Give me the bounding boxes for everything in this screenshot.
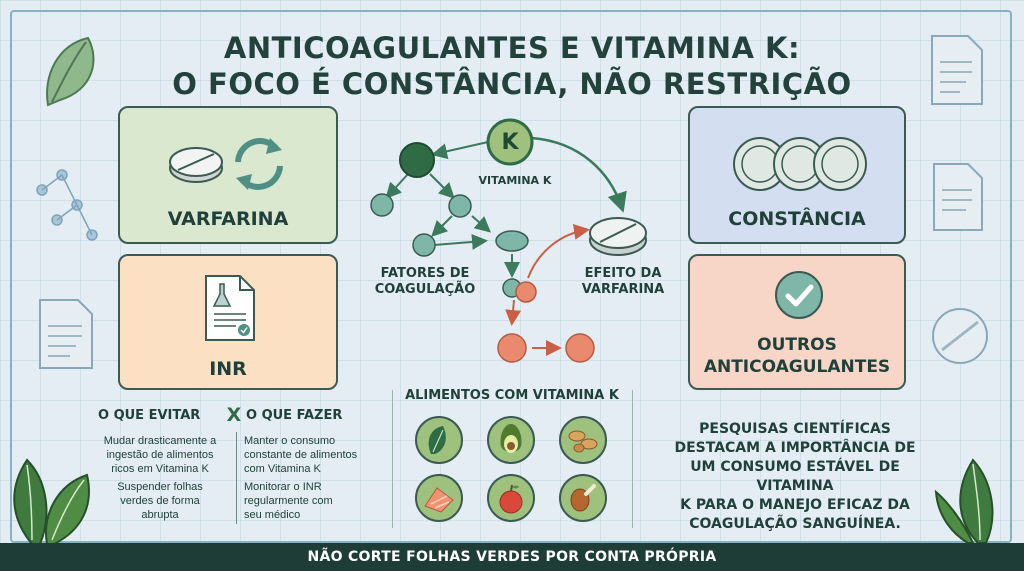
efeito-label: EFEITO DA VARFARINA [568, 266, 678, 298]
avoid-item-1-line-2: ingestão de alimentos [106, 449, 214, 461]
title-line-1: ANTICOAGULANTES E VITAMINA K: [223, 31, 801, 65]
foods-header: ALIMENTOS COM VITAMINA K [405, 388, 619, 403]
document-icon [39, 299, 93, 369]
research-line-4: K PARA O MANEJO EFICAZ DA [680, 497, 910, 513]
avoid-header: O QUE EVITAR [98, 408, 201, 423]
varfarina-label: VARFARINA [167, 208, 289, 230]
peanuts-icon [559, 416, 607, 464]
checkmark-icon [775, 271, 823, 319]
cycle-arrows-icon [235, 138, 283, 190]
lab-report-icon [205, 275, 255, 341]
fatores-label: FATORES DE COAGULAÇÃO [370, 266, 480, 298]
pill-icon [932, 308, 988, 364]
avoid-item-2-line-3: abrupta [141, 509, 179, 521]
footer-banner: NÃO CORTE FOLHAS VERDES POR CONTA PRÓPRI… [0, 543, 1024, 571]
plates-icon [733, 137, 867, 191]
do-item-1: Manter o consumo constante de alimentos … [244, 434, 384, 476]
chicken-leg-icon [559, 474, 607, 522]
avoid-item-2-line-1: Suspender folhas [117, 481, 203, 493]
research-line-1: PESQUISAS CIENTÍFICAS [699, 421, 891, 437]
avoid-item-1: Mudar drasticamente a ingestão de alimen… [90, 434, 230, 476]
page-title: ANTICOAGULANTES E VITAMINA K: O FOCO É C… [0, 30, 1024, 102]
research-line-5: COAGULAÇÃO SANGUÍNEA. [689, 516, 901, 532]
document-icon [933, 163, 983, 231]
inr-card: INR [118, 254, 338, 390]
page-frame [10, 10, 1012, 543]
fatores-line-2: COAGULAÇÃO [374, 282, 476, 297]
spinach-icon [415, 416, 463, 464]
guidance-divider [236, 432, 237, 524]
avoid-item-2: Suspender folhas verdes de forma abrupta [90, 480, 230, 522]
vitamin-k-symbol: K [501, 130, 519, 155]
title-line-2: O FOCO É CONSTÂNCIA, NÃO RESTRIÇÃO [172, 67, 852, 101]
do-item-2-line-2: regularmente com [244, 495, 333, 507]
vitamina-k-label: VITAMINA K [478, 174, 552, 187]
research-line-2: DESTACAM A IMPORTÂNCIA DE [674, 440, 916, 456]
varfarina-card: VARFARINA [118, 106, 338, 244]
do-item-1-line-2: constante de alimentos [244, 449, 358, 461]
do-header: O QUE FAZER [246, 408, 343, 423]
outros-card: OUTROS ANTICOAGULANTES [688, 254, 906, 390]
outros-label-line-1: OUTROS [757, 335, 837, 355]
salmon-icon [415, 474, 463, 522]
avoid-item-1-line-3: ricos em Vitamina K [111, 463, 209, 475]
inr-label: INR [209, 358, 247, 380]
pill-icon [169, 147, 223, 183]
spinach-plant-icon [934, 458, 994, 544]
document-icon [931, 35, 983, 105]
fatores-line-1: FATORES DE [380, 266, 470, 281]
leaf-icon [46, 36, 95, 107]
foods-divider-left [392, 390, 393, 528]
molecule-icon [36, 169, 98, 241]
outros-label-line-2: ANTICOAGULANTES [703, 357, 891, 377]
foods-divider-right [632, 390, 633, 528]
research-text: PESQUISAS CIENTÍFICAS DESTACAM A IMPORTÂ… [660, 420, 930, 534]
x-mark-icon: X [226, 404, 242, 426]
do-item-1-line-1: Manter o consumo [244, 435, 336, 447]
outros-label: OUTROS ANTICOAGULANTES [690, 334, 904, 378]
coagulation-diagram [370, 118, 647, 363]
efeito-line-1: EFEITO DA [584, 266, 662, 281]
do-item-1-line-3: com Vitamina K [244, 463, 321, 475]
avoid-item-2-line-2: verdes de forma [120, 495, 200, 507]
do-item-2-line-1: Monitorar o INR [244, 481, 322, 493]
avocado-icon [487, 416, 535, 464]
avoid-item-1-line-1: Mudar drasticamente a [103, 435, 217, 447]
apple-icon [487, 474, 535, 522]
research-line-3: UM CONSUMO ESTÁVEL DE VITAMINA [690, 459, 900, 494]
spinach-plant-icon [13, 458, 90, 545]
constancia-card: CONSTÂNCIA [688, 106, 906, 244]
efeito-line-2: VARFARINA [581, 282, 665, 297]
do-item-2-line-3: seu médico [244, 509, 301, 521]
do-item-2: Monitorar o INR regularmente com seu méd… [244, 480, 384, 522]
constancia-label: CONSTÂNCIA [728, 208, 866, 230]
